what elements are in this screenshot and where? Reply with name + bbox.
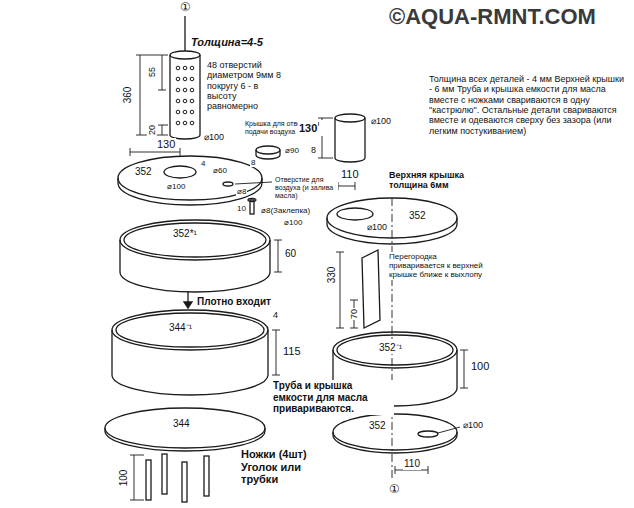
dimension-label: 4 — [200, 159, 206, 168]
weld-note: Труба и крышка емкости для масла привари… — [272, 380, 394, 415]
dimension-label: 360 — [122, 86, 134, 105]
dimension-label: 352 — [134, 166, 153, 178]
legs-note: Ножки (4шт) Уголок или трубки — [240, 448, 342, 486]
dimension-label: 100 — [470, 360, 490, 373]
dimension-label: 130 — [156, 138, 176, 151]
dimension-label: 60 — [284, 248, 297, 260]
dimension-label: ⌀8(Заклепка) — [260, 206, 311, 215]
dimension-label: 344 — [172, 418, 191, 430]
fit-note: Плотно входит — [196, 296, 272, 308]
dimension-label: 110 — [403, 458, 421, 470]
dimension-label: 20 — [147, 124, 157, 136]
dimension-label: ⌀100 — [462, 420, 484, 430]
dimension-label: 344⁻¹ — [168, 322, 193, 334]
dimension-label: ⌀100 — [370, 116, 392, 126]
callout-number: ① — [388, 483, 401, 497]
dimension-label: ⌀100 — [166, 182, 186, 191]
dimension-label: ⌀8 — [236, 187, 247, 196]
dimension-label: ⌀90 — [284, 146, 300, 155]
dimension-label: ⌀100 — [366, 222, 388, 232]
dimension-label: 352⁻¹ — [378, 342, 403, 354]
dimension-label: 352*¹ — [172, 228, 198, 240]
part-note: Верхняя крышка толщина 6мм — [388, 170, 490, 191]
dimension-label: 352 — [368, 420, 387, 432]
dimension-label: 130 — [298, 122, 318, 135]
dimension-label: ⌀100 — [283, 218, 303, 227]
dimension-label: 4 — [272, 310, 279, 320]
watermark: ©AQUA-RMNT.COM — [388, 4, 597, 29]
dimension-label: 70 — [349, 308, 359, 320]
dimension-label: 55 — [147, 66, 157, 78]
dimension-label: 110 — [340, 168, 360, 181]
dimension-label: ⌀100 — [203, 132, 225, 142]
part-note: Отверстие для воздуха (и залива масла) — [274, 176, 338, 200]
general-note: Толщина всех деталей - 4 мм Верхней крыш… — [428, 74, 630, 136]
part-note: Перегородка приваривается к верхней крыш… — [388, 252, 490, 280]
hole-note: 48 отверстий диаметром 9мм 8 покругу 6 -… — [206, 60, 282, 112]
dimension-label: ⌀60 — [212, 166, 228, 175]
dimension-label: 8 — [250, 158, 256, 167]
dimension-label: 8 — [310, 145, 317, 155]
dimension-label: 330 — [326, 266, 338, 285]
callout-number: ① — [179, 1, 192, 15]
dimension-label: 352 — [408, 210, 427, 222]
dimension-label: 115 — [282, 345, 302, 358]
dimension-label: 100 — [118, 469, 130, 488]
dimension-label: 10 — [236, 204, 247, 213]
thickness-note: Толщина=4-5 — [190, 36, 264, 49]
